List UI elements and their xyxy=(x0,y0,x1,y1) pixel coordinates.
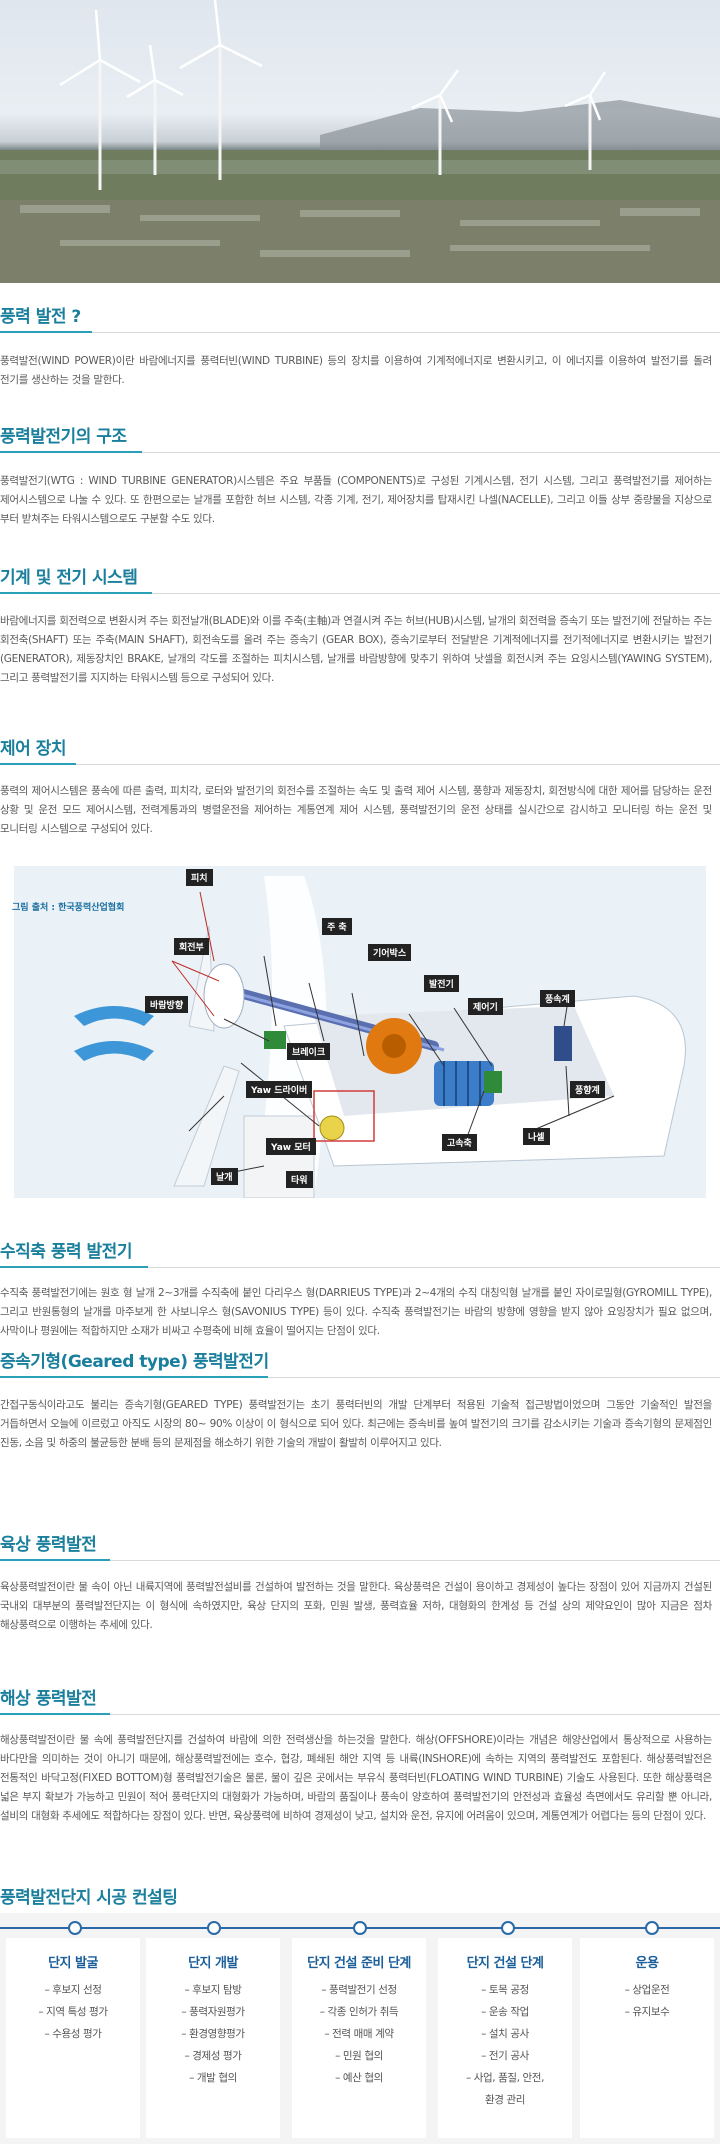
timeline-dot xyxy=(645,1921,659,1935)
figure-credit: 그림 출처 : 한국풍력산업협회 xyxy=(12,903,125,913)
section-text-vertical-axis: 수직축 풍력발전기에는 원호 형 날개 2~3개를 수직축에 붙인 다리우스 형… xyxy=(0,1287,712,1337)
step-item: – 각종 인허가 취득 xyxy=(319,2006,399,2018)
step-item: – 예산 협의 xyxy=(335,2072,383,2084)
step-item: – 풍력자원평가 xyxy=(181,2006,245,2018)
section-title-control: 제어 장치 xyxy=(0,739,66,759)
section-divider xyxy=(0,451,720,453)
turbine-parts-illustration xyxy=(74,876,686,1199)
consulting-step-construction-prep: 단지 건설 준비 단계 – 풍력발전기 선정 – 각종 인허가 취득 – 전력 … xyxy=(292,1938,426,2138)
section-text-geared-type: 간접구동식이라고도 불리는 증속기형(GEARED TYPE) 풍력발전기는 초… xyxy=(0,1399,712,1449)
section-divider xyxy=(0,1266,720,1268)
label-nacelle: 나셀 xyxy=(523,1128,550,1145)
section-text-structure: 풍력발전기(WTG : WIND TURBINE GENERATOR)시스템은 … xyxy=(0,475,712,525)
label-pitch: 피치 xyxy=(186,869,213,886)
label-hub: 회전부 xyxy=(174,938,209,955)
step-item: – 운송 작업 xyxy=(481,2006,529,2018)
section-title-wind-power: 풍력 발전 ? xyxy=(0,307,81,327)
wind-turbines-illustration xyxy=(0,0,720,283)
step-title: 단지 발굴 xyxy=(48,1956,98,1971)
step-item: 환경 관리 xyxy=(485,2094,525,2106)
consulting-step-discovery: 단지 발굴 – 후보지 선정 – 지역 특성 평가 – 수용성 평가 xyxy=(6,1938,140,2138)
section-divider xyxy=(0,1713,720,1715)
section-title-onshore: 육상 풍력발전 xyxy=(0,1535,97,1555)
section-divider xyxy=(0,1376,720,1378)
label-controller: 제어기 xyxy=(468,998,503,1015)
step-title: 운용 xyxy=(635,1956,659,1971)
step-item: – 지역 특성 평가 xyxy=(38,2006,108,2018)
label-main-shaft: 주 축 xyxy=(322,918,352,935)
label-yaw-driver: Yaw 드라이버 xyxy=(246,1081,313,1098)
step-item: – 상업운전 xyxy=(624,1984,670,1996)
hero-wind-farm-photo xyxy=(0,0,720,283)
section-text-wind-power: 풍력발전(WIND POWER)이란 바람에너지를 풍력터빈(WIND TURB… xyxy=(0,355,712,386)
step-item: – 환경영향평가 xyxy=(181,2028,245,2040)
timeline-dot xyxy=(207,1921,221,1935)
step-item: – 수용성 평가 xyxy=(44,2028,102,2040)
step-item: – 후보지 탐방 xyxy=(184,1984,242,1996)
timeline-dot xyxy=(501,1921,515,1935)
timeline-dot xyxy=(68,1921,82,1935)
section-divider xyxy=(0,331,720,333)
wind-turbine-diagram: 피치 회전부 주 축 기어박스 바람방향 발전기 제어기 풍속계 브레이크 Ya… xyxy=(14,866,706,1199)
step-item: – 개발 협의 xyxy=(189,2072,237,2084)
label-tower: 타워 xyxy=(286,1171,313,1188)
consulting-step-development: 단지 개발 – 후보지 탐방 – 풍력자원평가 – 환경영향평가 – 경제성 평… xyxy=(146,1938,280,2138)
label-wind-vane: 풍향계 xyxy=(570,1081,605,1098)
consulting-step-operation: 운용 – 상업운전 – 유지보수 xyxy=(580,1938,714,2138)
section-title-vertical-axis: 수직축 풍력 발전기 xyxy=(0,1242,132,1262)
consulting-step-construction: 단지 건설 단계 – 토목 공정 – 운송 작업 – 설치 공사 – 전기 공사… xyxy=(438,1938,572,2138)
section-title-consulting: 풍력발전단지 시공 컨설팅 xyxy=(0,1888,178,1908)
section-title-mechanical-electrical: 기계 및 전기 시스템 xyxy=(0,568,138,588)
section-title-structure: 풍력발전기의 구조 xyxy=(0,427,127,447)
label-brake: 브레이크 xyxy=(287,1043,331,1060)
timeline-dot xyxy=(353,1921,367,1935)
step-title: 단지 건설 단계 xyxy=(466,1956,544,1971)
step-title: 단지 개발 xyxy=(188,1956,238,1971)
label-high-speed-shaft: 고속축 xyxy=(442,1134,477,1151)
step-item: – 사업, 품질, 안전, xyxy=(465,2072,545,2084)
section-title-geared-type: 증속기형(Geared type) 풍력발전기 xyxy=(0,1352,269,1372)
step-title: 단지 건설 준비 단계 xyxy=(307,1956,411,1971)
section-title-offshore: 해상 풍력발전 xyxy=(0,1689,97,1709)
section-divider xyxy=(0,592,720,594)
label-blade: 날개 xyxy=(211,1168,238,1185)
label-gearbox: 기어박스 xyxy=(368,944,412,961)
step-item: – 후보지 선정 xyxy=(44,1984,102,1996)
section-text-offshore: 해상풍력발전이란 물 속에 풍력발전단지를 건설하여 바람에 의한 전력생산을 … xyxy=(0,1734,712,1822)
step-item: – 전기 공사 xyxy=(481,2050,529,2062)
step-item: – 유지보수 xyxy=(624,2006,670,2018)
step-item: – 토목 공정 xyxy=(481,1984,529,1996)
label-generator: 발전기 xyxy=(424,975,459,992)
section-text-onshore: 육상풍력발전이란 물 속이 아닌 내륙지역에 풍력발전설비를 건설하여 발전하는… xyxy=(0,1581,712,1631)
step-item: – 전력 매매 계약 xyxy=(324,2028,394,2040)
label-yaw-motor: Yaw 모터 xyxy=(266,1138,316,1155)
section-text-control: 풍력의 제어시스템은 풍속에 따른 출력, 피치각, 로터와 발전기의 회전수를… xyxy=(0,785,712,835)
label-anemometer: 풍속계 xyxy=(540,990,575,1007)
section-divider xyxy=(0,763,720,765)
step-item: – 설치 공사 xyxy=(481,2028,529,2040)
section-divider xyxy=(0,1559,720,1561)
step-item: – 풍력발전기 선정 xyxy=(321,1984,397,1996)
section-text-mechanical-electrical: 바람에너지를 회전력으로 변환시켜 주는 회전날개(BLADE)와 이를 주축(… xyxy=(0,615,712,684)
step-item: – 경제성 평가 xyxy=(184,2050,242,2062)
step-item: – 민원 협의 xyxy=(335,2050,383,2062)
label-wind-direction: 바람방향 xyxy=(145,996,189,1013)
